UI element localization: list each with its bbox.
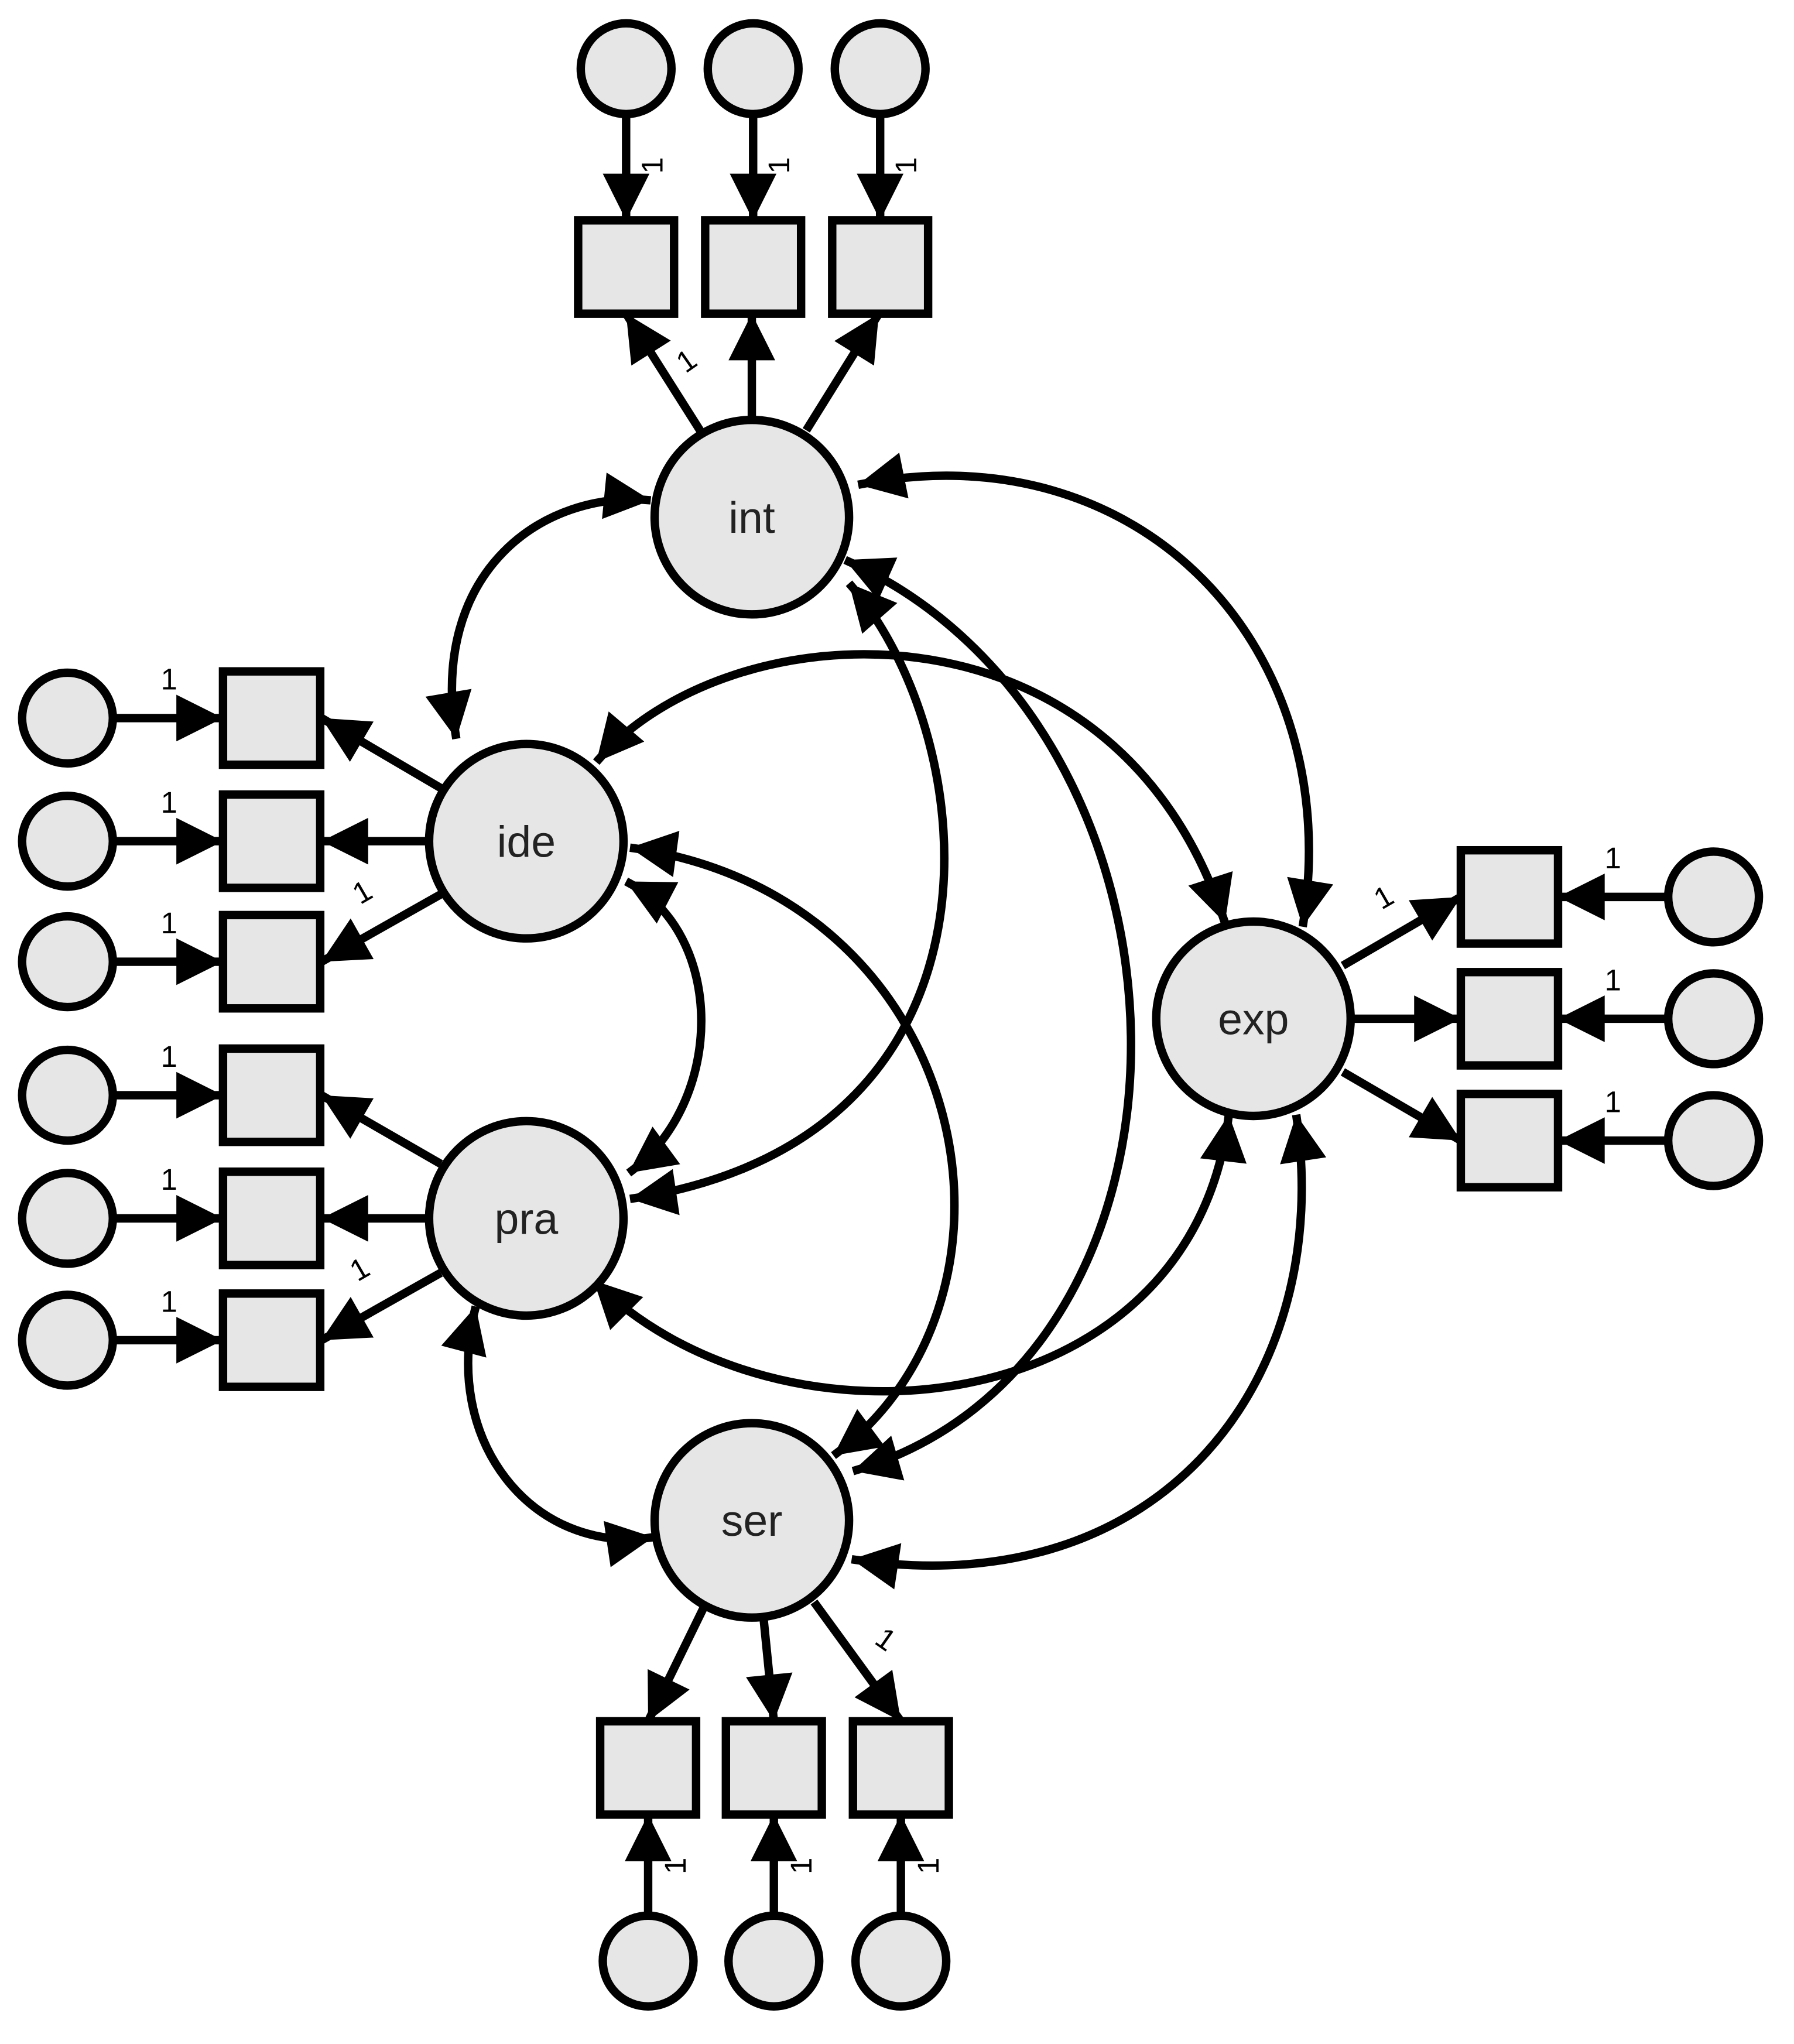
indicator-box: [848, 1717, 953, 1819]
factor-ser-block: 1 1 1 1 ser: [595, 1419, 953, 2011]
error-term-circle: [1663, 969, 1764, 1069]
indicator-box: [218, 790, 325, 892]
indicator-box: [1456, 845, 1563, 948]
latent-factor-exp: [1152, 917, 1355, 1121]
latent-label-exp: exp: [1218, 995, 1289, 1044]
latent-factor-int: [650, 416, 854, 619]
indicator-box: [218, 667, 325, 769]
latent-factor-ser: [650, 1419, 854, 1622]
indicator-box: [574, 216, 679, 318]
error-term-circle: [830, 19, 930, 118]
latent-factor-pra: [424, 1117, 628, 1320]
error-term-circle: [18, 668, 117, 768]
latent-label-int: int: [728, 493, 775, 542]
indicator-box: [218, 1167, 325, 1269]
loading-arrow: [644, 1605, 708, 1723]
factor-exp-block: 1 1 1 1 exp: [1152, 841, 1764, 1192]
fixed-error-label: 1: [161, 786, 177, 819]
covariance-int-ide: [425, 473, 652, 740]
error-term-circle: [18, 912, 117, 1012]
fixed-error-label: 1: [785, 1858, 818, 1874]
latent-label-ide: ide: [497, 817, 556, 866]
covariance-group: [425, 453, 1333, 1590]
fixed-error-label: 1: [1605, 963, 1621, 997]
fixed-loading-label: 1: [344, 1251, 375, 1288]
fixed-error-label: 1: [161, 1040, 177, 1073]
fixed-error-label: 1: [161, 906, 177, 940]
indicator-box: [701, 216, 806, 318]
error-term-circle: [851, 1911, 951, 2011]
covariance-pra-exp: [590, 1114, 1247, 1396]
error-term-circle: [1663, 847, 1764, 947]
fixed-loading-label: 1: [869, 1621, 902, 1658]
latent-label-pra: pra: [494, 1194, 558, 1243]
fixed-error-label: 1: [161, 1163, 177, 1196]
latent-label-ser: ser: [721, 1496, 783, 1545]
indicator-box: [828, 216, 933, 318]
fixed-error-label: 1: [659, 1858, 692, 1874]
fixed-error-label: 1: [161, 663, 177, 696]
indicator-box: [218, 1289, 325, 1391]
fixed-error-label: 1: [635, 157, 669, 173]
error-term-circle: [724, 1911, 824, 2011]
indicator-box: [218, 1044, 325, 1146]
covariance-int-exp: [857, 453, 1333, 927]
indicator-box: [721, 1717, 826, 1819]
error-term-circle: [598, 1911, 698, 2011]
fixed-error-label: 1: [1605, 1085, 1621, 1118]
fixed-error-label: 1: [762, 157, 796, 173]
loading-arrow: [319, 1091, 443, 1168]
error-term-circle: [18, 1290, 117, 1390]
fixed-loading-label: 1: [347, 874, 378, 911]
indicator-box: [218, 910, 325, 1013]
error-term-circle: [18, 792, 117, 891]
factor-ide-block: 1 1 1 1 ide: [18, 663, 628, 1013]
covariance-ide-pra: [624, 877, 706, 1177]
error-term-circle: [18, 1045, 117, 1145]
error-term-circle: [18, 1169, 117, 1268]
loading-arrow: [810, 1599, 905, 1724]
loading-arrow: [1340, 1068, 1463, 1145]
covariance-pra-ser: [441, 1305, 654, 1567]
fixed-loading-label: 1: [1368, 878, 1399, 916]
fixed-error-label: 1: [912, 1858, 945, 1874]
loading-arrow: [319, 891, 443, 965]
loading-arrow: [802, 311, 883, 433]
fixed-error-label: 1: [161, 1285, 177, 1318]
indicator-box: [1456, 968, 1563, 1070]
covariance-exp-ser: [851, 1114, 1326, 1590]
covariance-int-pra: [629, 580, 949, 1216]
indicator-box: [595, 1717, 701, 1819]
indicator-box: [1456, 1090, 1563, 1192]
loading-arrow: [319, 1269, 443, 1344]
covariance-ide-exp: [593, 650, 1233, 925]
factor-int-block: 1 1 1 1 int: [574, 19, 933, 619]
loading-arrow: [319, 714, 443, 792]
error-term-circle: [1663, 1091, 1764, 1190]
factor-pra-block: 1 1 1 1 pra: [18, 1040, 628, 1391]
loading-arrow: [622, 311, 704, 433]
error-term-circle: [576, 19, 676, 118]
latent-factor-ide: [424, 739, 628, 943]
fixed-loading-label: 1: [670, 343, 703, 379]
loading-arrow: [746, 1617, 793, 1722]
loading-arrow: [1340, 893, 1463, 970]
error-term-circle: [703, 19, 803, 118]
fixed-error-label: 1: [1605, 841, 1621, 875]
fixed-error-label: 1: [889, 157, 923, 173]
